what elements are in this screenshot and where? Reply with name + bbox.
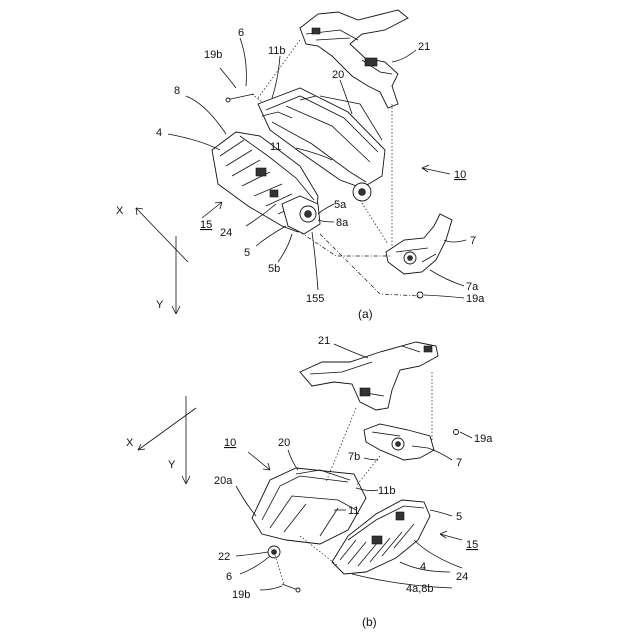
gear-shaft-a	[353, 183, 371, 201]
label-155-a: 155	[306, 293, 324, 305]
label-4-a: 4	[156, 127, 162, 139]
label-19a-b: 19a	[474, 433, 493, 445]
caption-a: (a)	[358, 307, 373, 321]
label-8a-a: 8a	[336, 217, 349, 229]
arrow-10-a	[422, 165, 450, 174]
label-4a8b-b: 4a,8b	[406, 583, 434, 595]
label-8-a: 8	[174, 85, 180, 97]
label-y-a: Y	[156, 299, 164, 311]
part-19a-pin-a	[417, 292, 423, 298]
label-20-a: 20	[332, 69, 344, 81]
arrow-15-b	[440, 531, 462, 540]
label-24-a: 24	[220, 227, 232, 239]
axes-b	[138, 396, 196, 484]
label-15-a: 15	[200, 219, 212, 231]
panel-b: 21 19a X 10 20 7b 7 Y 20a 11b 11 5 15 22…	[126, 335, 493, 629]
label-21-b: 21	[318, 335, 330, 347]
arrow-10-b	[248, 452, 270, 470]
label-20-b: 20	[278, 437, 290, 449]
label-4-b: 4	[420, 561, 426, 573]
label-y-b: Y	[168, 459, 176, 471]
label-5a-a: 5a	[334, 199, 347, 211]
label-22-b: 22	[218, 551, 230, 563]
label-7-a: 7	[470, 235, 476, 247]
label-5-a: 5	[244, 247, 250, 259]
part-19a-pin-b	[454, 430, 459, 435]
part-7-bracket-a	[386, 214, 452, 274]
label-7b-b: 7b	[348, 451, 360, 463]
part-19b-pin-b	[282, 584, 300, 592]
label-11b-a: 11b	[268, 45, 286, 57]
label-15-b: 15	[466, 539, 478, 551]
label-10-a: 10	[454, 169, 466, 181]
label-19b-b: 19b	[232, 589, 250, 601]
part-19b-pin-a	[226, 94, 254, 102]
label-x-a: X	[116, 205, 124, 217]
label-6-b: 6	[226, 571, 232, 583]
part-21-bracket-a	[300, 10, 408, 108]
caption-b: (b)	[362, 615, 377, 629]
label-21-a: 21	[418, 41, 430, 53]
panel-a: 6 19b 11b 21 8 20 4 11 10 X 5a 15 24 8a …	[116, 10, 485, 321]
label-20a-b: 20a	[214, 475, 233, 487]
arrow-15-a	[202, 202, 222, 218]
label-7-b: 7	[456, 457, 462, 469]
label-24-b: 24	[456, 571, 468, 583]
label-11b-b: 11b	[378, 485, 396, 497]
label-11-b: 11	[348, 505, 359, 517]
label-5-b: 5	[456, 511, 462, 523]
label-19b-a: 19b	[204, 49, 222, 61]
part-21-bracket-b	[300, 342, 438, 410]
label-19a-a: 19a	[466, 293, 485, 305]
label-11-a: 11	[270, 141, 281, 153]
label-7a-a: 7a	[466, 281, 479, 293]
label-x-b: X	[126, 437, 134, 449]
label-10-b: 10	[224, 437, 236, 449]
label-5b-a: 5b	[268, 263, 280, 275]
label-6-a: 6	[238, 27, 244, 39]
part-7-bracket-b	[364, 424, 434, 460]
